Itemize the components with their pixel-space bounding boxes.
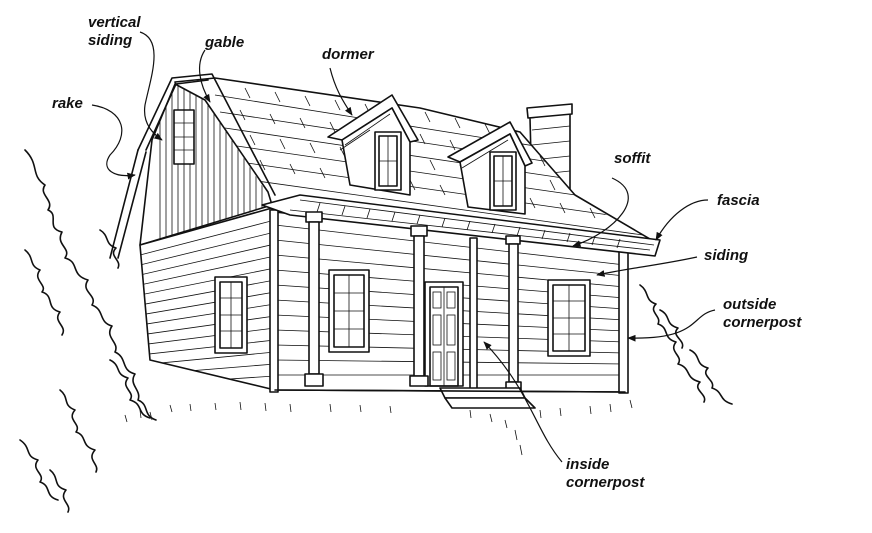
front-wall <box>269 209 629 394</box>
label-outside-cornerpost: outside cornerpost <box>723 296 802 331</box>
arrow-vertical-siding <box>139 31 163 141</box>
leader-lines <box>91 31 716 463</box>
arrow-outside-cornerpost <box>627 309 716 342</box>
label-soffit: soffit <box>614 150 651 167</box>
arrow-gable <box>198 49 211 103</box>
gable-end <box>109 73 276 259</box>
bush-left <box>19 149 157 513</box>
arrow-inside-cornerpost <box>483 341 563 463</box>
left-wall <box>139 207 276 391</box>
label-gable: gable <box>205 34 245 51</box>
arrow-soffit <box>572 177 629 247</box>
arrow-rake <box>91 104 136 180</box>
label-dormer: dormer <box>322 46 374 63</box>
bush-right <box>639 284 733 405</box>
label-fascia: fascia <box>717 192 760 209</box>
arrow-siding <box>596 256 698 277</box>
arrow-dormer <box>329 67 353 116</box>
label-rake: rake <box>52 95 83 112</box>
dormer-left <box>327 94 419 196</box>
label-vertical-siding: vertical siding <box>88 14 141 49</box>
ground-grass <box>124 399 633 456</box>
label-inside-cornerpost: inside cornerpost <box>566 456 645 491</box>
porch <box>261 194 661 409</box>
label-siding: siding <box>704 247 749 264</box>
dormer-right <box>447 121 533 215</box>
arrow-fascia <box>655 199 709 241</box>
